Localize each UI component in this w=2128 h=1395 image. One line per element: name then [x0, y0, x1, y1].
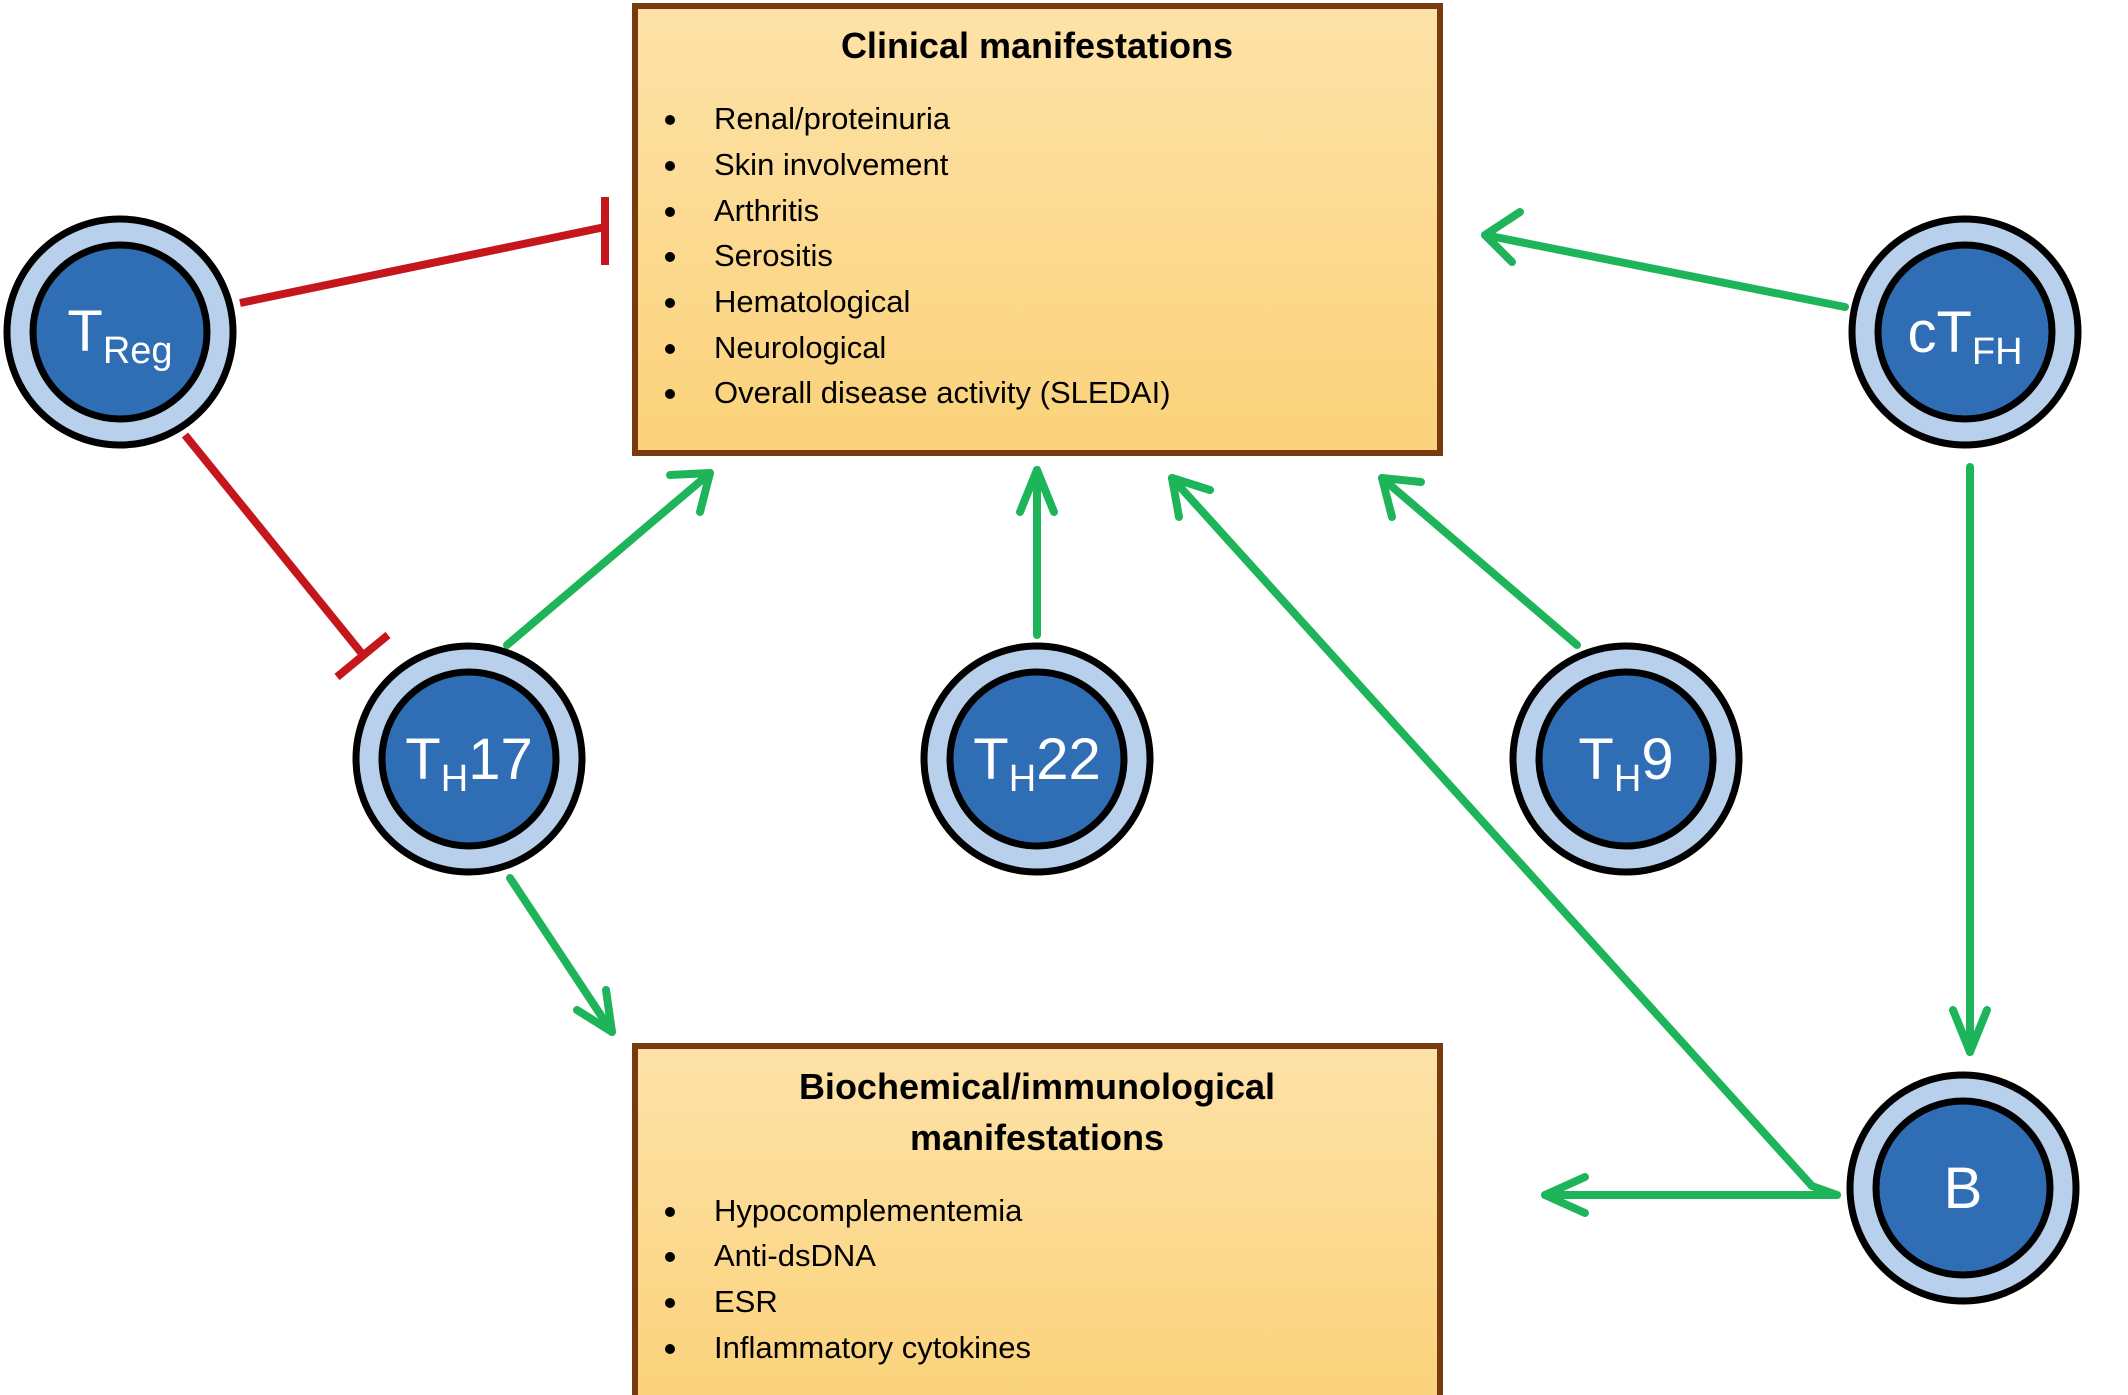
- th17-cell: TH17: [352, 642, 586, 876]
- bullet-icon: [665, 389, 675, 399]
- biochemical-box-title-line2: manifestations: [910, 1117, 1164, 1158]
- clinical-item: Neurological: [714, 330, 886, 365]
- inhibition-line: [181, 432, 367, 658]
- inhibition-connectors: [181, 197, 609, 681]
- th9-label: TH9: [1578, 727, 1673, 800]
- bullet-icon: [665, 161, 675, 171]
- bullet-icon: [665, 115, 675, 125]
- treg-inhibits-clinical: [239, 197, 609, 307]
- clinical-item: Serositis: [714, 238, 833, 273]
- biochemical-item: Inflammatory cytokines: [714, 1330, 1031, 1365]
- bullet-icon: [665, 1298, 675, 1308]
- biochemical-box-title-line1: Biochemical/immunological: [799, 1066, 1275, 1107]
- bullet-icon: [665, 207, 675, 217]
- th17-to-biochemical-arrow: [506, 874, 616, 1036]
- bullet-icon: [665, 252, 675, 262]
- cell-core: [1872, 1097, 2054, 1279]
- arrowhead-icon: [1541, 1173, 1589, 1217]
- clinical-item: Overall disease activity (SLEDAI): [714, 375, 1171, 410]
- ctfh-to-clinical-arrow: [1481, 208, 1849, 311]
- arrowhead-icon: [666, 469, 714, 516]
- th22-to-clinical-arrow: [1016, 466, 1058, 639]
- biochemical-item: ESR: [714, 1284, 778, 1319]
- treg-label: TReg: [67, 299, 172, 372]
- th9-cell: TH9: [1509, 642, 1743, 876]
- clinical-item: Arthritis: [714, 193, 819, 228]
- arrowhead-icon: [1378, 474, 1425, 521]
- treg-cell: TReg: [3, 215, 237, 449]
- bullet-icon: [665, 344, 675, 354]
- clinical-item: Hematological: [714, 284, 910, 319]
- arrowhead-icon: [1481, 208, 1524, 266]
- biochemical-box-list: Hypocomplementemia Anti-dsDNA ESR Inflam…: [665, 1193, 1031, 1365]
- b-label: B: [1944, 1156, 1983, 1221]
- biochemical-item: Hypocomplementemia: [714, 1193, 1023, 1228]
- bullet-icon: [665, 1252, 675, 1262]
- clinical-item: Skin involvement: [714, 147, 949, 182]
- th17-label: TH17: [405, 727, 532, 800]
- arrowhead-icon: [1168, 474, 1214, 521]
- bullet-icon: [665, 1344, 675, 1354]
- b-cell: B: [1846, 1071, 2080, 1305]
- treg-inhibits-th17: [181, 432, 391, 681]
- biochemical-item: Anti-dsDNA: [714, 1238, 876, 1273]
- cell-core: [1535, 668, 1717, 850]
- bullet-icon: [665, 298, 675, 308]
- inhibition-line: [239, 223, 606, 307]
- cell-core: [946, 668, 1128, 850]
- clinical-box-title: Clinical manifestations: [841, 25, 1233, 66]
- arrowhead-icon: [1949, 1006, 1991, 1056]
- clinical-manifestations-box: Clinical manifestations Renal/proteinuri…: [632, 3, 1443, 456]
- biochemical-manifestations-box: Biochemical/immunological manifestations…: [632, 1043, 1443, 1395]
- cell-core: [29, 241, 211, 423]
- clinical-box-list: Renal/proteinuria Skin involvement Arthr…: [665, 101, 1171, 410]
- b-to-biochemical-arrow: [1541, 1173, 1841, 1217]
- inhibition-bar-icon: [334, 631, 391, 681]
- bullet-icon: [665, 1207, 675, 1217]
- ctfh-to-b-arrow: [1949, 463, 1991, 1056]
- clinical-item: Renal/proteinuria: [714, 101, 951, 136]
- th17-to-clinical-arrow: [503, 469, 714, 649]
- arrowhead-icon: [573, 986, 616, 1036]
- cell-core: [1874, 241, 2056, 423]
- ctfh-cell: cTFH: [1848, 215, 2082, 449]
- th22-label: TH22: [973, 727, 1100, 800]
- cell-core: [378, 668, 560, 850]
- ctfh-label: cTFH: [1907, 300, 2022, 373]
- th22-cell: TH22: [920, 642, 1154, 876]
- activation-arrows: [503, 208, 1991, 1217]
- th9-to-clinical-arrow: [1378, 474, 1581, 649]
- arrowhead-icon: [1016, 466, 1058, 516]
